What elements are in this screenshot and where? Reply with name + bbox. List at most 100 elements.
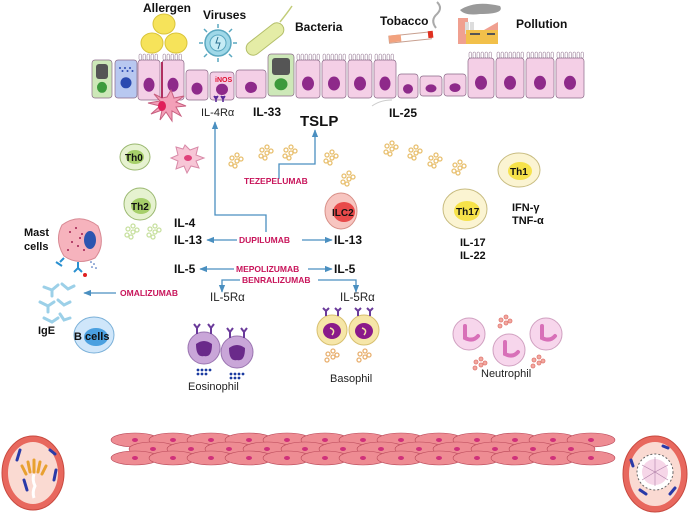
ilc2-label: ILC2: [332, 208, 354, 219]
factory-icon: [458, 3, 501, 44]
allergen-particles: [140, 13, 188, 54]
tezepelumab-to-tslp-arrow: [278, 129, 319, 179]
epithelial-cell: [295, 53, 321, 99]
allergen-label: Allergen: [143, 1, 191, 15]
airway-cross-section-remodeled: [622, 435, 688, 513]
smooth-muscle-layer: [110, 432, 616, 466]
granule-cluster: [451, 159, 467, 176]
th1-cell: [497, 152, 541, 188]
eosinophil-cell: [187, 323, 221, 376]
granule-cluster: [530, 354, 546, 369]
granule-cluster: [497, 314, 513, 329]
neutrophil-cell: [492, 333, 526, 367]
il4ra-receptor-icon: [213, 95, 226, 102]
viruses-label: Viruses: [203, 8, 246, 22]
il25-label: IL-25: [389, 106, 417, 120]
epithelial-cell: [443, 73, 467, 97]
smooth-muscle-cell: [186, 450, 236, 466]
epithelial-cell: [91, 59, 113, 99]
basophil-cell: [348, 307, 380, 363]
basophil-label: Basophil: [330, 373, 372, 385]
smooth-muscle-cell: [300, 450, 350, 466]
granule-cluster: [407, 144, 423, 161]
cigarette-icon: [388, 1, 441, 44]
epithelial-cell: [321, 53, 347, 99]
eosinophil-cell: [220, 327, 254, 380]
cytokine-granules: [124, 140, 467, 240]
epithelial-cell: [525, 51, 555, 99]
ige-label: IgE: [38, 325, 55, 337]
basophil-cell: [316, 307, 348, 363]
neutrophil-cell: [529, 317, 563, 351]
tobacco-label: Tobacco: [380, 14, 428, 28]
epithelial-cell: [347, 53, 373, 99]
il13-right-label: IL-13: [334, 233, 362, 247]
th2-cell: [123, 187, 157, 221]
th1-label: Th1: [510, 167, 528, 178]
mast-cell: [55, 218, 102, 277]
il5-right-label: IL-5: [334, 262, 356, 276]
airway-cross-section-normal: [1, 435, 65, 511]
neutrophils: [452, 314, 563, 371]
epithelial-cell: [397, 73, 419, 99]
tslp-label: TSLP: [300, 113, 338, 130]
th0-cell: [119, 143, 151, 171]
epithelial-cell: [467, 51, 495, 99]
mast-cells-label-1: Mast: [24, 227, 49, 239]
smooth-muscle-cell: [376, 450, 426, 466]
drug-arrows: [83, 121, 360, 297]
th17-cell: [442, 188, 488, 230]
epithelial-cell: [235, 69, 267, 99]
b-cells-label: B cells: [74, 331, 109, 343]
bacteria-label: Bacteria: [295, 20, 343, 34]
airway-epithelium: [91, 51, 585, 101]
il25-arc: [371, 99, 393, 107]
th17-label: Th17: [456, 207, 480, 218]
omalizumab-label: OMALIZUMAB: [120, 288, 178, 298]
dupilumab-to-il4ra-arrow: [211, 121, 267, 232]
pollution-label: Pollution: [516, 17, 567, 31]
granule-cluster: [323, 149, 339, 166]
smooth-muscle-cell: [566, 450, 616, 466]
mast-cells-label-2: cells: [24, 241, 48, 253]
benralizumab-left-arrow: [218, 279, 240, 293]
epithelial-cell: [495, 51, 525, 99]
epithelial-cell: [267, 53, 295, 97]
granule-cluster: [427, 152, 443, 169]
epithelial-cell: [161, 53, 185, 101]
dupilumab-label: DUPILUMAB: [239, 235, 290, 245]
ilc2-cell: [324, 192, 358, 230]
epithelial-cell: [209, 71, 235, 101]
il17-label: IL-17: [460, 237, 486, 249]
th2-label: Th2: [131, 202, 149, 213]
dendritic-cell-icon: [147, 62, 187, 123]
virus-icon: [199, 24, 237, 62]
epithelial-cell: [373, 53, 397, 99]
il4ra-label: IL-4Rα: [201, 107, 235, 119]
epithelial-cell: [419, 75, 443, 97]
dendritic-cell-2-icon: [169, 144, 206, 175]
tezepelumab-label: TEZEPELUMAB: [244, 176, 308, 186]
bacteria-icon: [245, 5, 293, 56]
smooth-muscle-cell: [224, 450, 274, 466]
smooth-muscle-cell: [490, 450, 540, 466]
il22-label: IL-22: [460, 250, 486, 262]
il5-left-label: IL-5: [174, 262, 196, 276]
neutrophil-cell: [452, 317, 486, 351]
granule-cluster: [383, 140, 399, 157]
epithelial-cell: [137, 53, 161, 101]
granule-cluster: [282, 144, 298, 161]
granule-cluster: [340, 170, 356, 187]
tnf-alpha-label: TNF-α: [512, 215, 544, 227]
il5ra-right-label: IL-5Rα: [340, 292, 375, 304]
eosinophils: [187, 323, 254, 380]
epithelial-cell: [114, 59, 138, 99]
benralizumab-right-arrow: [318, 279, 360, 293]
il5ra-left-label: IL-5Rα: [210, 292, 245, 304]
ifn-gamma-label: IFN-γ: [512, 202, 540, 214]
epithelial-cell: [185, 69, 209, 101]
mepolizumab-label: MEPOLIZUMAB: [236, 264, 299, 274]
th0-label: Th0: [125, 153, 143, 164]
il33-label: IL-33: [253, 105, 281, 119]
